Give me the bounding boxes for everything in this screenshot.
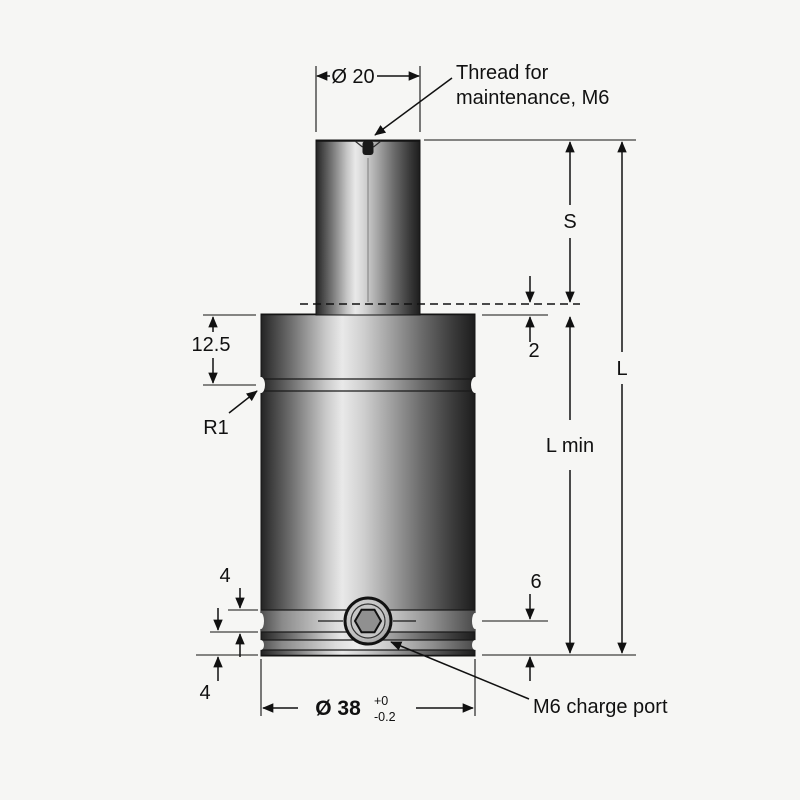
r1-groove-notch-right xyxy=(471,377,479,393)
label-collar-height: 12.5 xyxy=(192,334,231,356)
label-stroke-s: S xyxy=(563,211,576,233)
r1-groove-notch-left xyxy=(257,377,265,393)
dim-collar-12-5: 12.5 xyxy=(192,316,231,384)
dim-body-diameter: Ø 38 +0 -0.2 xyxy=(262,694,474,724)
extension-lines xyxy=(196,66,636,716)
dim-base-4: 4 xyxy=(199,608,223,704)
component-views xyxy=(257,139,479,657)
groove2-notch-left xyxy=(258,640,264,650)
leader-r1: R1 xyxy=(203,390,258,439)
label-port-height: 6 xyxy=(530,571,541,593)
label-rod-diameter: Ø 20 xyxy=(331,66,374,88)
label-base-height: 4 xyxy=(199,682,210,704)
leader-thread-note: Thread for maintenance, M6 xyxy=(374,62,609,136)
label-thread-note-line2: maintenance, M6 xyxy=(456,87,609,109)
label-body-diameter-tol-upper: +0 xyxy=(374,694,388,708)
label-total-length: L xyxy=(616,358,627,380)
maintenance-thread-slot xyxy=(354,140,382,155)
dim-min-length: L min xyxy=(546,316,594,654)
dim-total-length-l: L xyxy=(616,141,628,654)
label-groove-width: 4 xyxy=(219,565,230,587)
r1-groove xyxy=(257,377,479,393)
m6-charge-port xyxy=(343,596,393,646)
groove2-notch-right xyxy=(472,640,478,650)
dim-groove-4: 4 xyxy=(219,565,245,657)
label-gap-2: 2 xyxy=(528,340,539,362)
groove-notch-right xyxy=(472,613,478,629)
label-body-diameter: Ø 38 xyxy=(315,697,361,720)
label-groove-radius: R1 xyxy=(203,417,229,439)
dim-stroke-s: S xyxy=(563,141,577,303)
dim-rod-diameter: Ø 20 xyxy=(316,66,420,88)
charge-port-hex-socket xyxy=(353,608,383,634)
label-min-length: L min xyxy=(546,435,594,457)
label-body-diameter-tol-lower: -0.2 xyxy=(374,710,396,724)
label-charge-port-note: M6 charge port xyxy=(533,696,668,718)
dim-port-6: 6 xyxy=(525,571,542,681)
leader-charge-port: M6 charge port xyxy=(390,641,668,718)
dim-gap-2: 2 xyxy=(525,276,540,362)
label-thread-note-line1: Thread for xyxy=(456,62,549,84)
groove-notch-left xyxy=(258,613,264,629)
